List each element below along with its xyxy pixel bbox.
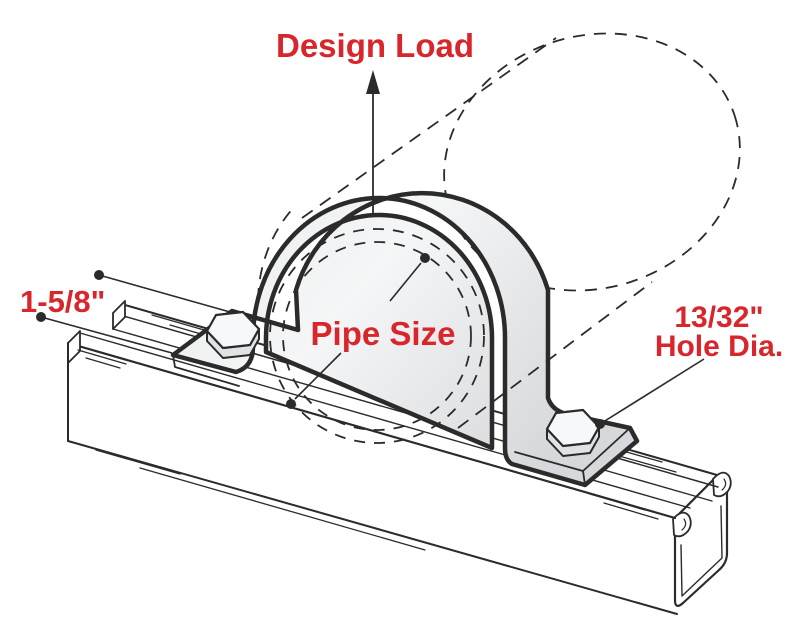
hole-dia-label: 13/32" Hole Dia. bbox=[655, 301, 783, 363]
hole-dia-dot bbox=[595, 419, 605, 429]
pipe-hidden-outline bbox=[257, 37, 653, 444]
dimension-dot-back bbox=[94, 270, 104, 280]
channel-end-front-lip-hook-curl bbox=[681, 518, 687, 531]
pipe-size-label: Pipe Size bbox=[311, 315, 456, 352]
design-load-label: Design Load bbox=[276, 27, 474, 64]
right-strap-flange-nut bbox=[545, 408, 601, 457]
pipe-strap bbox=[170, 190, 640, 488]
channel-front-lip-front-edge bbox=[66, 341, 677, 520]
dimension-dot-front bbox=[36, 312, 46, 322]
hole-dia-label-line1: 13/32" bbox=[674, 301, 763, 334]
channel-front-face bbox=[68, 343, 677, 614]
hole-dia-label-line2: Hole Dia. bbox=[655, 330, 783, 363]
design-load-arrow bbox=[366, 70, 380, 213]
left-nut-top bbox=[205, 310, 261, 350]
pipe-size-dot-upper bbox=[420, 253, 430, 263]
channel-end-back-lip-hook bbox=[712, 471, 732, 498]
channel-end-back-lip-hook-curl bbox=[721, 478, 727, 491]
channel-width-label: 1-5/8" bbox=[20, 284, 105, 319]
pipe-lower-silhouette bbox=[457, 281, 653, 429]
pipe-outer-dashed-circle bbox=[269, 228, 485, 444]
strap-body bbox=[170, 190, 640, 488]
channel-end-front-lip-hook bbox=[672, 511, 692, 538]
hole-dia-leader bbox=[595, 358, 705, 429]
left-strap-flange-nut bbox=[205, 310, 261, 359]
pipe-far-end-hidden-circle bbox=[443, 32, 741, 292]
pipe-size-dot-lower bbox=[286, 399, 296, 409]
strap-band-accent-dashes bbox=[257, 204, 297, 301]
channel-end-inner-cavity bbox=[680, 505, 723, 597]
design-load-arrowhead bbox=[366, 70, 380, 94]
pipe-upper-silhouette bbox=[301, 37, 557, 219]
pipe-size-leader bbox=[286, 253, 430, 409]
channel-width-dimension bbox=[36, 270, 231, 354]
channel-back-lip-end-face bbox=[112, 300, 126, 330]
channel-front-bottom-edge bbox=[67, 440, 678, 615]
strap-flange-edges bbox=[172, 354, 631, 486]
pipe-inner-dashed-circle bbox=[282, 241, 472, 431]
